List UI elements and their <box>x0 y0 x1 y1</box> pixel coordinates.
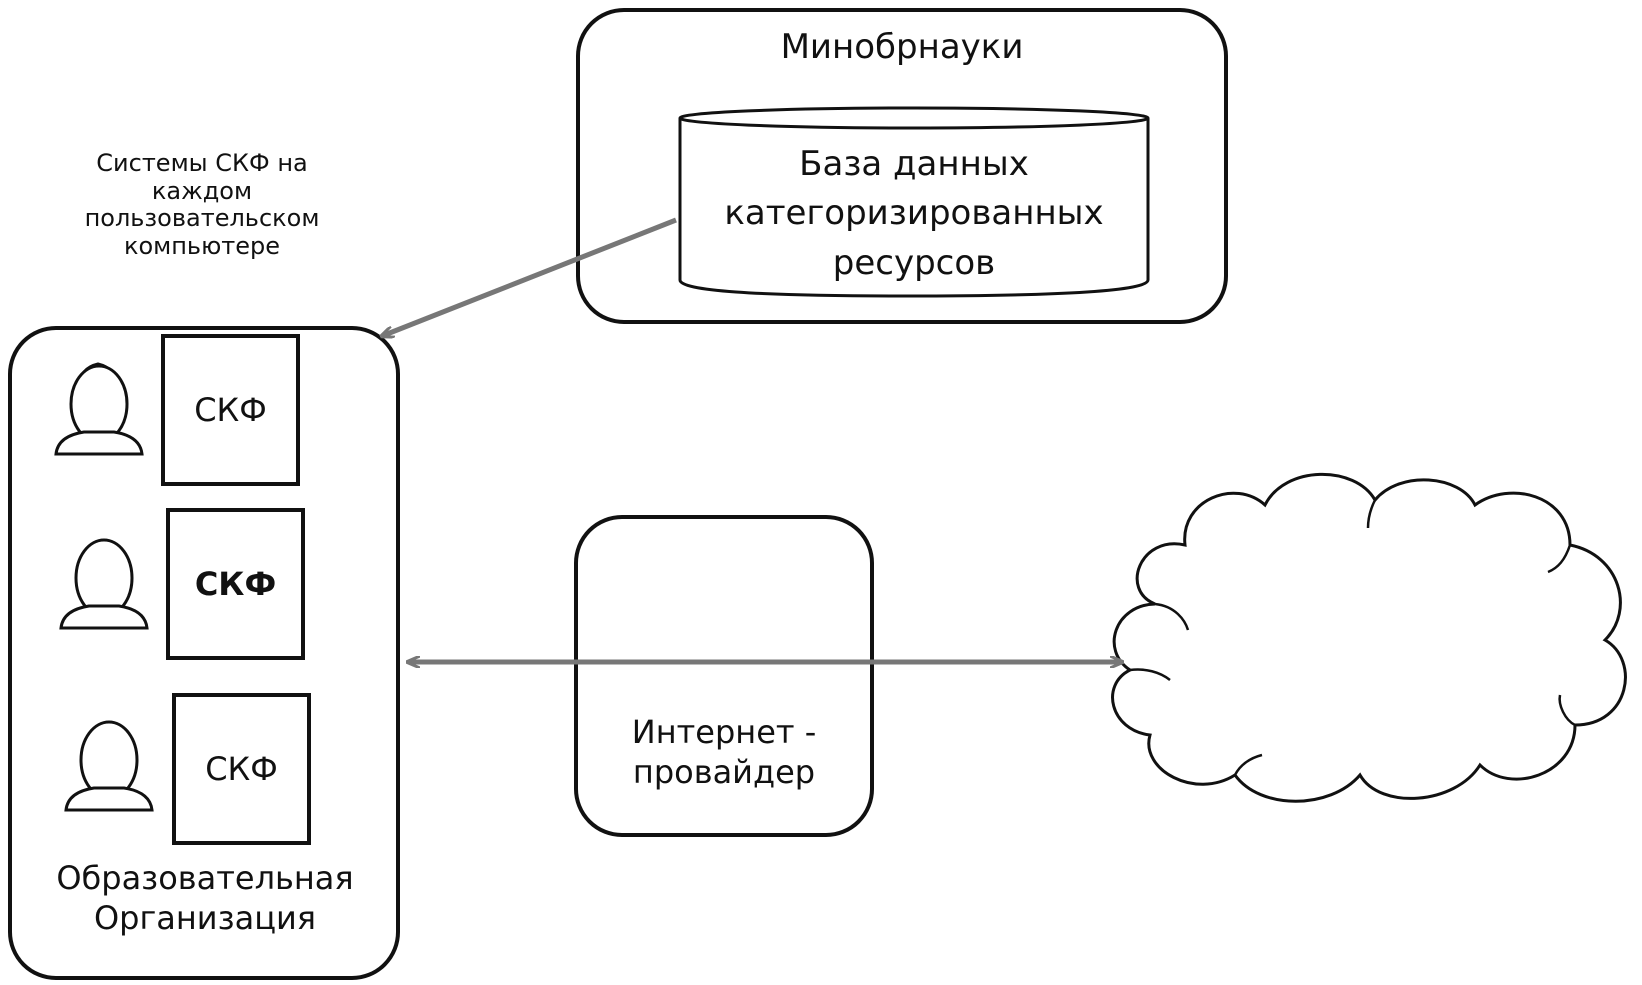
ministry-box <box>576 8 1228 324</box>
skf-box-2: СКФ <box>166 508 305 660</box>
skf-box-1: СКФ <box>161 334 300 486</box>
skf-note: Системы СКФ на каждом пользовательском к… <box>84 149 320 260</box>
skf-label-3: СКФ <box>205 750 278 788</box>
organization-title: Образовательная Организация <box>56 859 354 937</box>
provider-label: Интернет - провайдер <box>631 713 817 791</box>
internet-label: Интернет <box>1284 529 1448 567</box>
ministry-title: Минобрнауки <box>780 27 1024 67</box>
organization-box <box>8 326 400 980</box>
skf-label-1: СКФ <box>194 391 267 429</box>
cloud-icon <box>1111 472 1627 803</box>
database-label: База данных категоризированных ресурсов <box>724 144 1104 283</box>
skf-box-3: СКФ <box>172 693 311 845</box>
skf-label-2: СКФ <box>194 565 277 603</box>
provider-box <box>574 515 874 837</box>
